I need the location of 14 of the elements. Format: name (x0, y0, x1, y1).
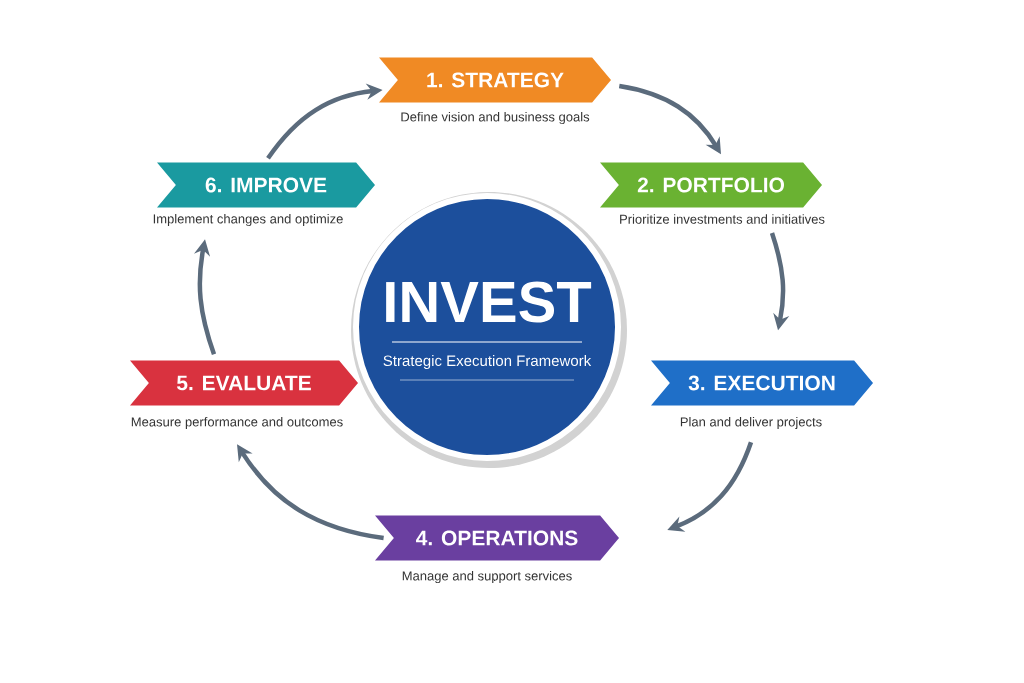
arrow-banner: 2. PORTFOLIO (600, 162, 822, 208)
node-label: Strategic Execution Framework (383, 355, 592, 369)
step-description: Manage and support services (402, 570, 572, 584)
step-description: Measure performance and outcomes (131, 416, 343, 430)
step-description: Define vision and business goals (401, 111, 590, 125)
arrow-banner: 4. OPERATIONS (375, 515, 619, 561)
arrow-banner: 5. EVALUATE (130, 360, 358, 406)
arrow-banner: 1. STRATEGY (379, 57, 611, 103)
step-description: Plan and deliver projects (680, 416, 822, 430)
node-label: INVEST (386, 281, 592, 323)
arrow-banner: 3. EXECUTION (651, 360, 873, 406)
arrow-banner: 6. IMPROVE (157, 162, 375, 208)
step-description: Implement changes and optimize (153, 213, 343, 227)
step-description: Prioritize investments and initiatives (620, 214, 825, 224)
